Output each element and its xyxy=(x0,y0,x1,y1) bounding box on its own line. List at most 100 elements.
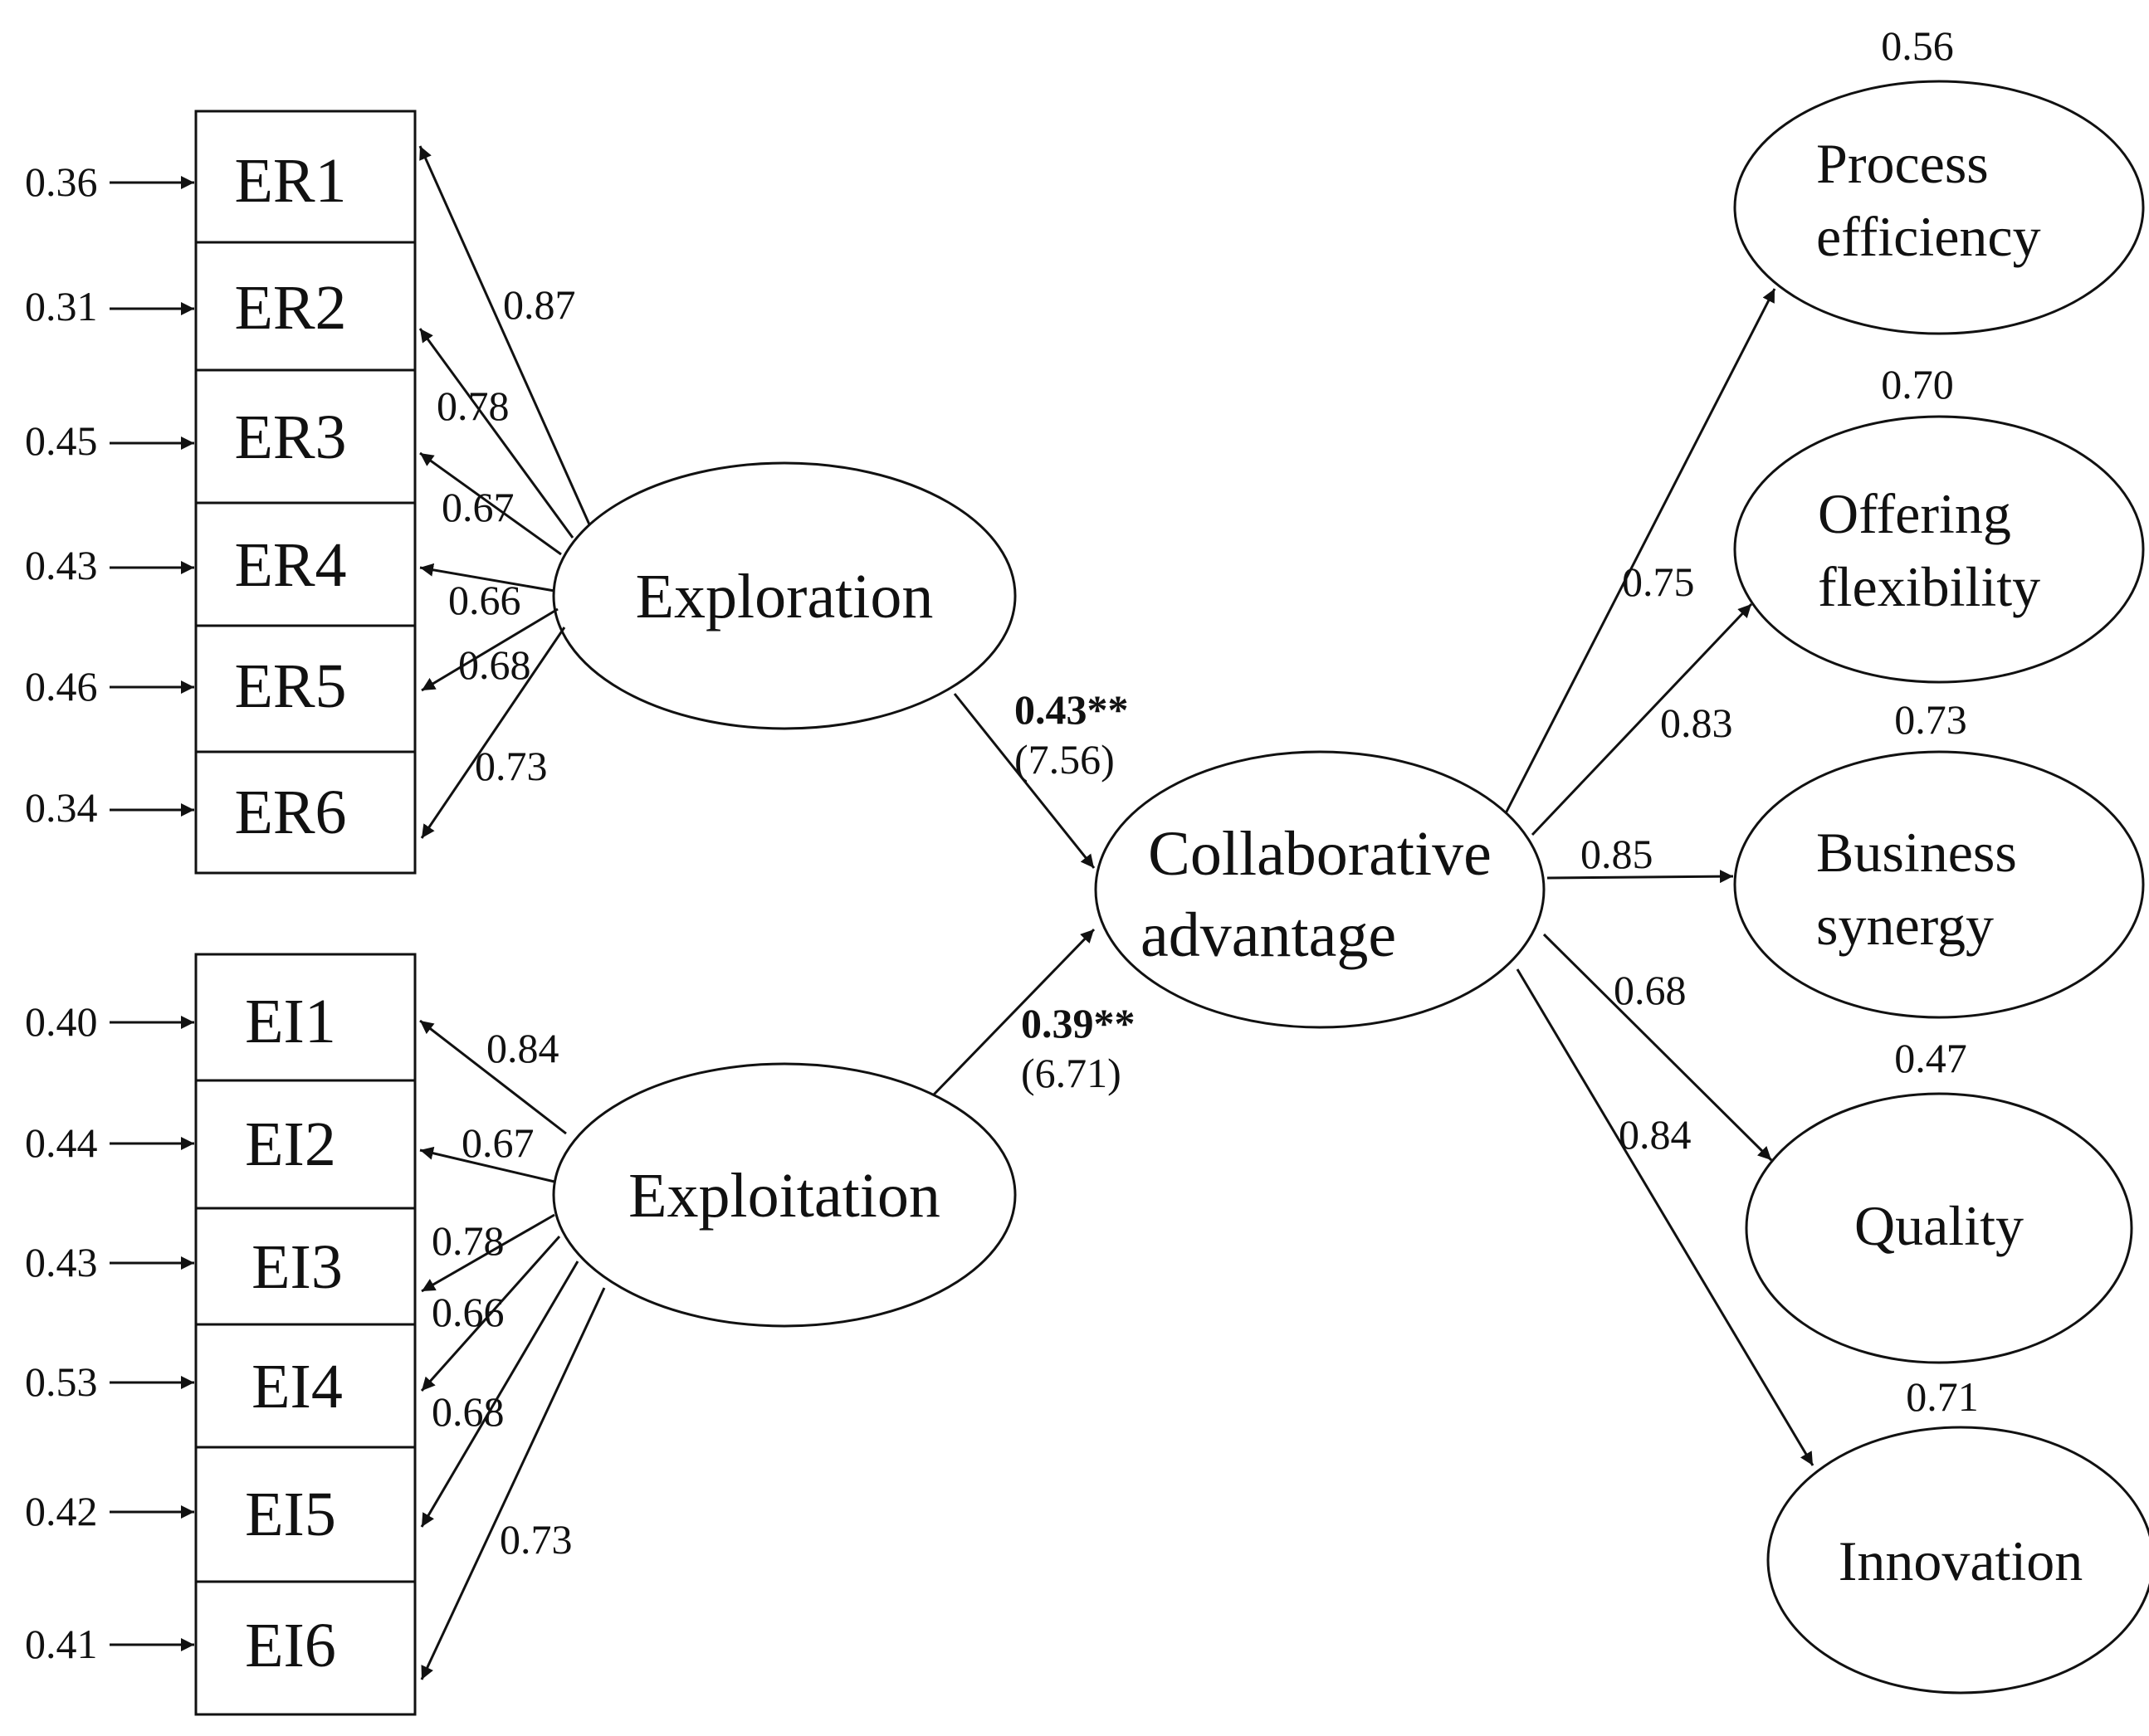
process-efficiency-line2: efficiency xyxy=(1816,205,2041,268)
error-ei6: 0.41 xyxy=(25,1621,98,1667)
exploitation-latent: Exploitation xyxy=(552,1062,1017,1328)
arrow-process-efficiency xyxy=(1504,288,1776,814)
path-t-exploitation: (6.71) xyxy=(1021,1050,1121,1096)
indicator-er5: ER5 xyxy=(234,651,346,721)
loading-process-efficiency: 0.75 xyxy=(1622,558,1695,605)
error-ei4: 0.53 xyxy=(25,1358,98,1405)
indicator-er2: ER2 xyxy=(234,273,346,343)
arrow-innovation xyxy=(1516,968,1814,1466)
variance-business-synergy: 0.73 xyxy=(1894,696,1967,743)
loading-arrow-er5 xyxy=(421,607,559,692)
loading-er6: 0.73 xyxy=(475,743,548,789)
exploration-indicator-column: ER1 ER2 ER3 ER4 ER5 ER6 xyxy=(194,110,417,875)
exploration-label: Exploration xyxy=(636,562,934,631)
loading-quality: 0.68 xyxy=(1614,967,1687,1013)
loading-ei6: 0.73 xyxy=(500,1516,573,1563)
exploitation-ellipse xyxy=(552,1062,1017,1328)
collaborative-advantage-ellipse xyxy=(1094,750,1546,1029)
exploitation-loading-labels: 0.84 0.67 0.78 0.66 0.68 0.73 xyxy=(432,1025,573,1563)
loading-arrow-er3 xyxy=(419,451,562,556)
exploitation-loading-arrows xyxy=(419,1019,606,1680)
exploitation-indicator-column: EI1 EI2 EI3 EI4 EI5 EI6 xyxy=(194,953,417,1716)
outcome-innovation: 0.71 Innovation xyxy=(1766,1373,2149,1695)
loading-ei5: 0.68 xyxy=(432,1388,505,1435)
indicator-er3: ER3 xyxy=(234,402,346,472)
loading-er3: 0.67 xyxy=(442,484,515,530)
loading-arrow-ei6 xyxy=(420,1287,606,1680)
exploration-loading-arrows xyxy=(418,145,591,839)
indicator-ei6: EI6 xyxy=(245,1611,336,1680)
loading-arrow-er4 xyxy=(419,563,555,592)
business-synergy-line1: Business xyxy=(1816,821,2017,884)
exploitation-indicator-frame xyxy=(194,953,417,1716)
variance-innovation: 0.71 xyxy=(1906,1373,1979,1420)
indicator-ei2: EI2 xyxy=(245,1109,336,1179)
arrow-offering-flexibility xyxy=(1531,602,1753,836)
arrow-business-synergy xyxy=(1546,870,1734,884)
loading-er1: 0.87 xyxy=(503,281,576,328)
loading-er5: 0.68 xyxy=(458,641,531,688)
outcome-loading-labels: 0.75 0.83 0.85 0.68 0.84 xyxy=(1580,558,1733,1158)
indicator-ei1: EI1 xyxy=(245,987,336,1056)
exploitation-label: Exploitation xyxy=(628,1161,940,1231)
exploration-ellipse xyxy=(552,461,1017,730)
loading-arrow-ei4 xyxy=(420,1236,561,1392)
variance-quality: 0.47 xyxy=(1894,1035,1967,1081)
loading-ei3: 0.78 xyxy=(432,1217,505,1264)
error-er6: 0.34 xyxy=(25,784,98,831)
path-coef-exploitation: 0.39** xyxy=(1021,1000,1136,1046)
loading-arrow-ei1 xyxy=(419,1019,567,1135)
quality-ellipse xyxy=(1745,1092,2133,1364)
loading-business-synergy: 0.85 xyxy=(1580,831,1653,877)
loading-innovation: 0.84 xyxy=(1619,1111,1692,1158)
exploration-loading-labels: 0.87 0.78 0.67 0.66 0.68 0.73 xyxy=(437,281,576,789)
collaborative-advantage-latent: Collaborative advantage xyxy=(1094,750,1546,1029)
indicator-er1: ER1 xyxy=(234,146,346,216)
loading-ei4: 0.66 xyxy=(432,1289,505,1335)
loading-er2: 0.78 xyxy=(437,383,510,429)
quality-label: Quality xyxy=(1854,1194,2024,1257)
offering-flexibility-ellipse xyxy=(1733,415,2145,684)
outcome-arrows xyxy=(1504,288,1814,1466)
error-ei2: 0.44 xyxy=(25,1119,98,1166)
exploitation-error-terms: 0.40 0.44 0.43 0.53 0.42 0.41 xyxy=(25,998,194,1667)
variance-offering-flexibility: 0.70 xyxy=(1881,361,1954,407)
loading-er4: 0.66 xyxy=(448,577,521,623)
loading-ei2: 0.67 xyxy=(462,1119,535,1166)
indicator-ei4: EI4 xyxy=(252,1352,343,1421)
error-er2: 0.31 xyxy=(25,283,98,329)
loading-arrow-ei5 xyxy=(420,1261,579,1528)
loading-arrow-er1 xyxy=(418,145,591,525)
error-ei5: 0.42 xyxy=(25,1488,98,1534)
path-coef-exploration: 0.43** xyxy=(1014,686,1129,733)
indicator-ei3: EI3 xyxy=(252,1232,343,1302)
error-er3: 0.45 xyxy=(25,417,98,464)
innovation-label: Innovation xyxy=(1839,1529,2083,1592)
collaborative-label-line1: Collaborative xyxy=(1148,819,1492,889)
loading-arrow-ei3 xyxy=(421,1213,555,1293)
exploration-indicator-frame xyxy=(194,110,417,875)
path-exploitation-to-collaborative xyxy=(931,928,1096,1097)
outcome-process-efficiency: 0.56 Process efficiency xyxy=(1733,22,2145,335)
error-er5: 0.46 xyxy=(25,663,98,710)
indicator-er4: ER4 xyxy=(234,530,346,600)
outcome-quality: 0.47 Quality xyxy=(1745,1035,2133,1364)
exploration-error-terms: 0.36 0.31 0.45 0.43 0.46 0.34 xyxy=(25,158,194,831)
error-ei1: 0.40 xyxy=(25,998,98,1045)
error-er1: 0.36 xyxy=(25,158,98,205)
loading-ei1: 0.84 xyxy=(486,1025,559,1071)
loading-arrow-er2 xyxy=(418,328,574,539)
outcome-business-synergy: 0.73 Business synergy xyxy=(1733,696,2145,1019)
outcome-offering-flexibility: 0.70 Offering flexibility xyxy=(1733,361,2145,684)
indicator-er6: ER6 xyxy=(234,778,346,847)
loading-arrow-er6 xyxy=(420,627,566,839)
collaborative-label-line2: advantage xyxy=(1140,900,1396,970)
error-er4: 0.43 xyxy=(25,542,98,588)
business-synergy-ellipse xyxy=(1733,750,2145,1019)
business-synergy-line2: synergy xyxy=(1816,894,1994,957)
process-efficiency-ellipse xyxy=(1733,80,2145,335)
offering-flexibility-line2: flexibility xyxy=(1818,555,2040,618)
process-efficiency-line1: Process xyxy=(1816,132,1989,195)
loading-offering-flexibility: 0.83 xyxy=(1660,700,1733,746)
